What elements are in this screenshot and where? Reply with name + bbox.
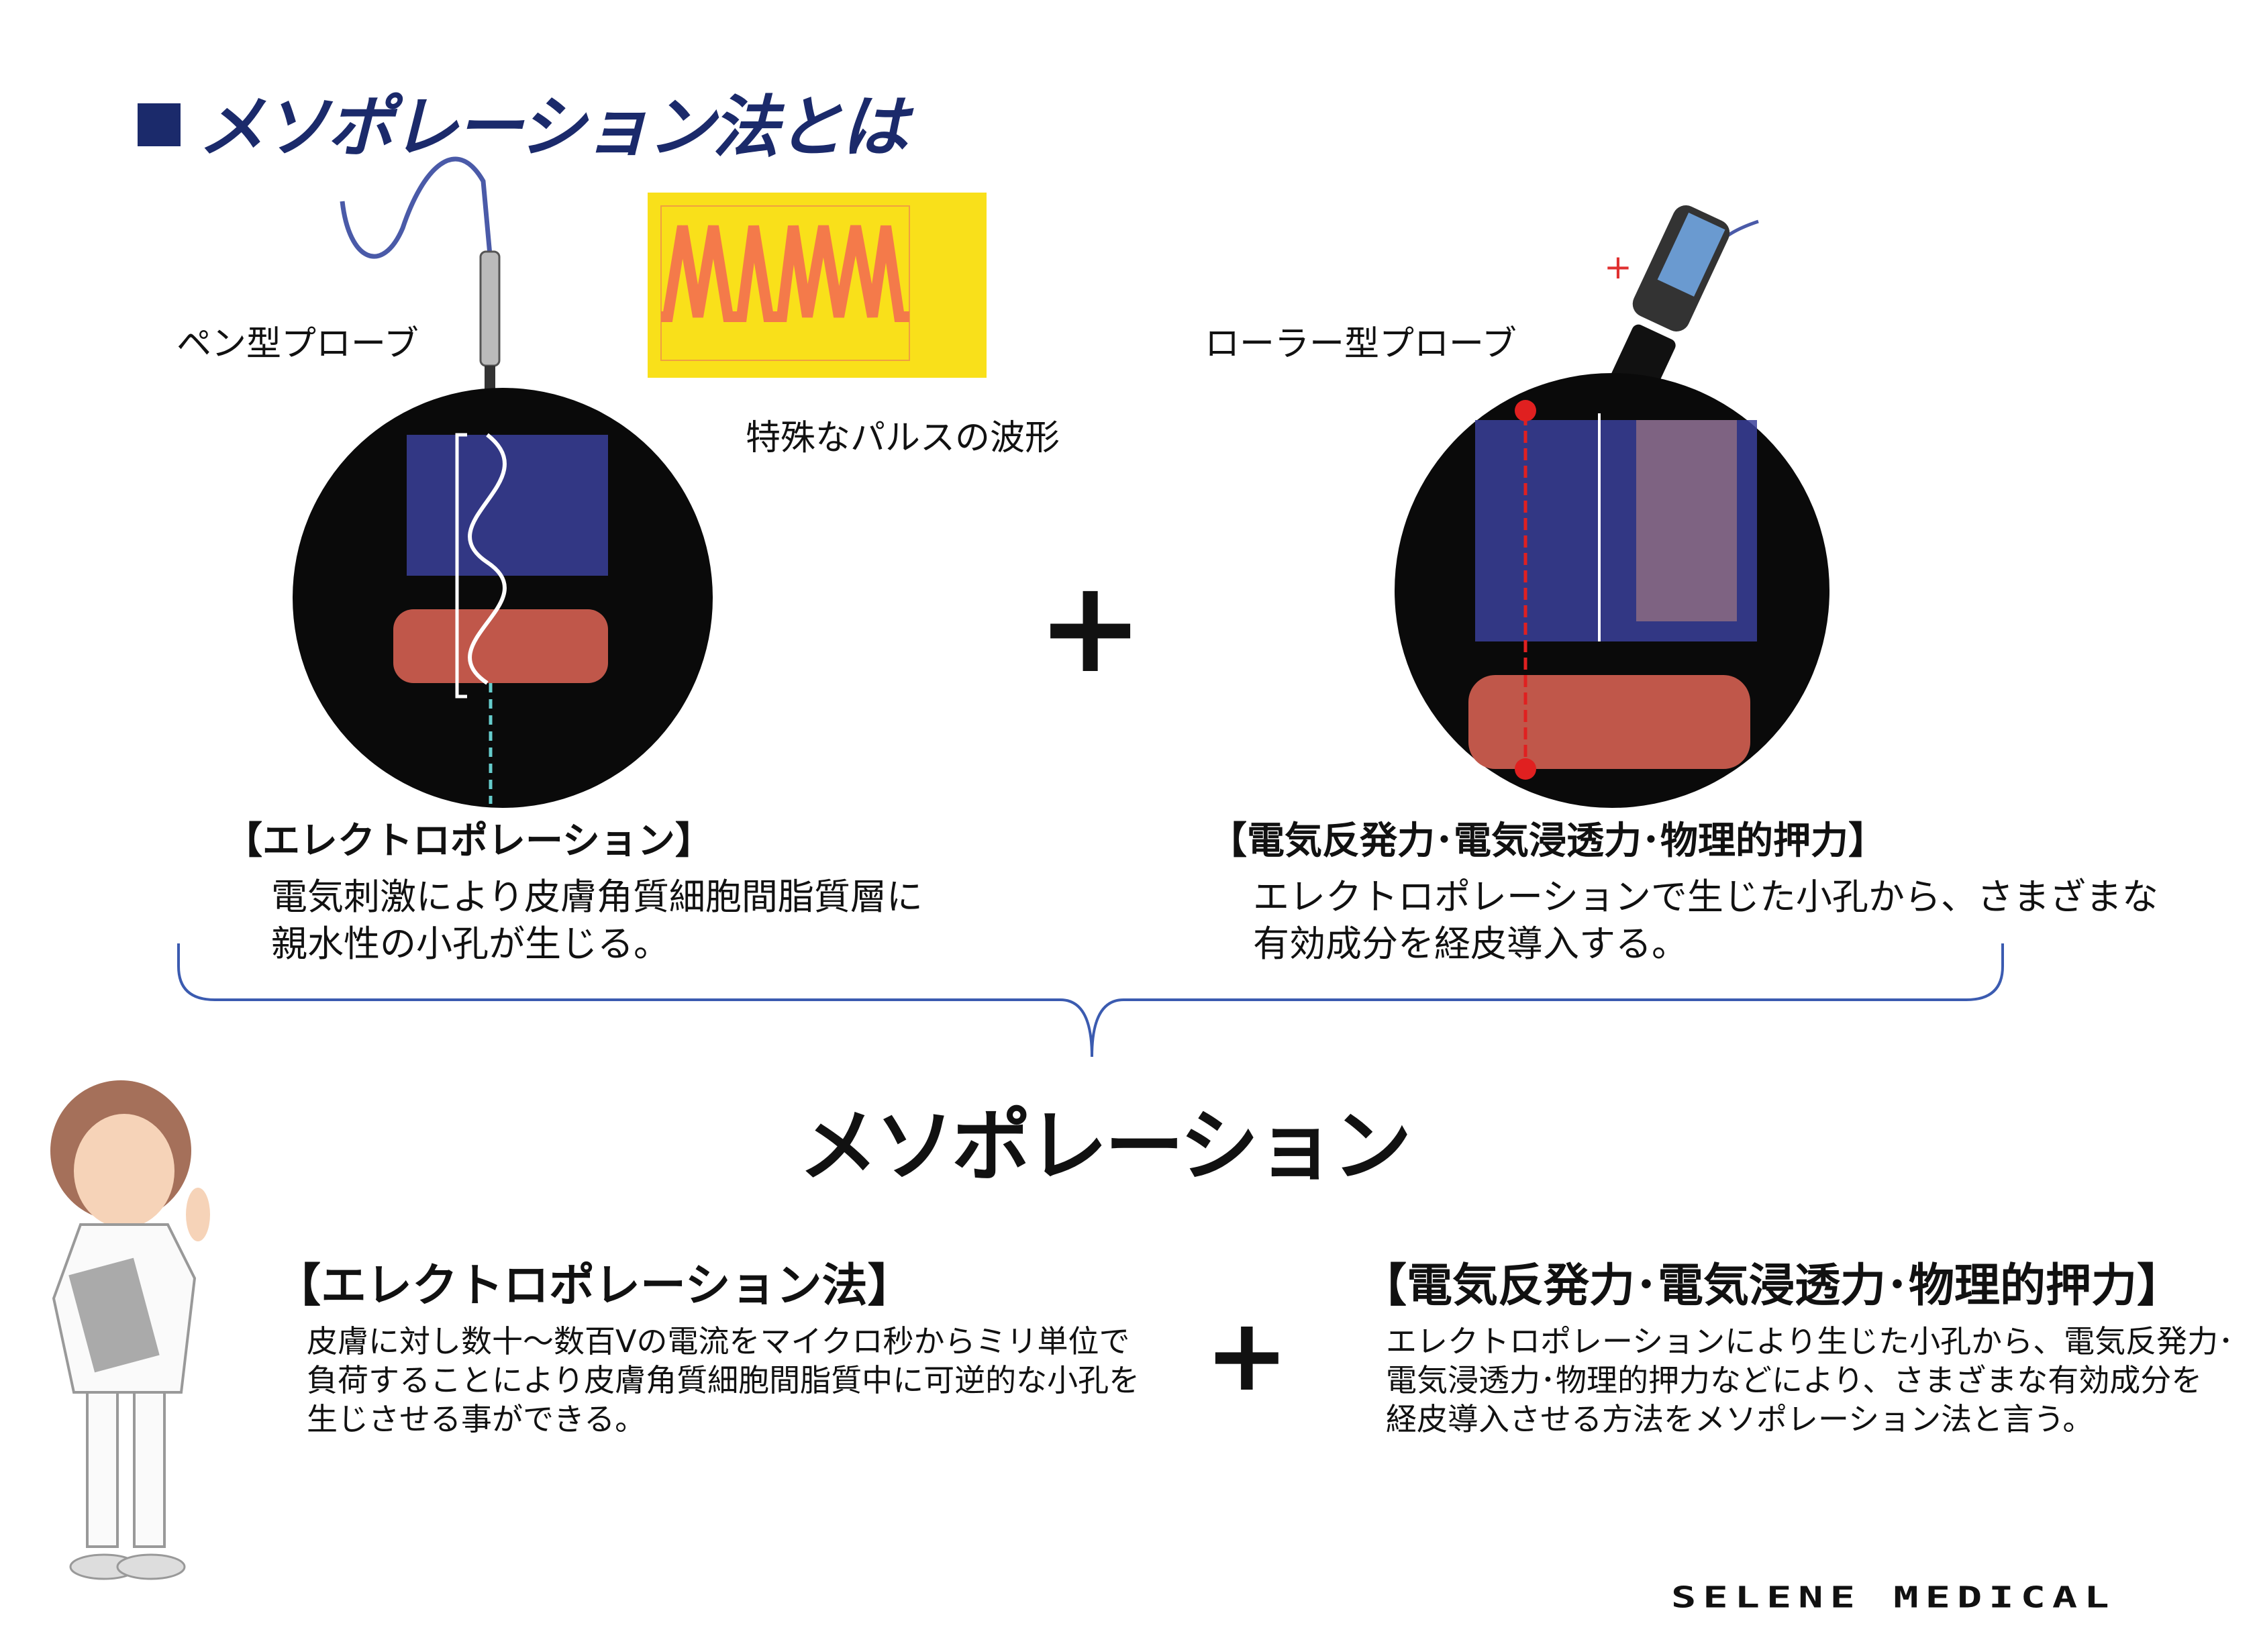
roller-probe-label: ローラー型プローブ <box>1205 324 1517 364</box>
text-line: 経皮導入させる方法をメソポレーション法と言う。 <box>1386 1401 2094 1437</box>
right-description: エレクトロポレーションで生じた小孔から、さまざまな 有効成分を経皮導入する。 <box>1253 874 2158 968</box>
text-line: エレクトロポレーションにより生じた小孔から、電気反発力･ <box>1386 1323 2234 1359</box>
pen-probe-label: ペン型プローブ <box>177 324 419 364</box>
text-line: 有効成分を経皮導入する。 <box>1253 923 1688 965</box>
electroporation-skin-illustration <box>293 388 713 808</box>
left-heading-electroporation: 【エレクトロポレーション】 <box>225 819 713 863</box>
svg-text:+: + <box>1604 248 1632 287</box>
text-line: 生じさせる事ができる。 <box>307 1401 646 1437</box>
forces-heading: 【電気反発力･電気浸透力･物理的押力】 <box>1361 1259 2183 1312</box>
pen-probe-image <box>340 156 501 399</box>
right-heading-forces: 【電気反発力･電気浸透力･物理的押力】 <box>1209 819 1886 863</box>
square-bullet-icon <box>138 103 181 146</box>
mesoporation-title: メソポレーション <box>799 1100 1412 1192</box>
text-line: 負荷することにより皮膚角質細胞間脂質中に可逆的な小孔を <box>307 1362 1140 1398</box>
left-description: 電気刺激により皮膚角質細胞間脂質層に 親水性の小孔が生じる。 <box>271 874 923 968</box>
forces-description: エレクトロポレーションにより生じた小孔から、電気反発力･ 電気浸透力･物理的押力… <box>1386 1322 2233 1439</box>
nurse-illustration <box>50 1080 210 1580</box>
pulse-waveform-image <box>648 193 987 378</box>
plus-sign-bottom: + <box>1205 1297 1289 1414</box>
selene-medical-logo: SELENE MEDICAL <box>1671 1580 2116 1615</box>
waveform-label: 特殊なパルスの波形 <box>746 418 1060 458</box>
page-title: メソポレーション法とは <box>138 72 908 170</box>
text-line: 電気浸透力･物理的押力などにより、さまざまな有効成分を <box>1386 1362 2203 1398</box>
text-line: 皮膚に対し数十～数百Vの電流をマイクロ秒からミリ単位で <box>307 1323 1130 1359</box>
text-line: 電気刺激により皮膚角質細胞間脂質層に <box>271 876 923 918</box>
text-line: 親水性の小孔が生じる。 <box>271 923 670 965</box>
electro-repulsion-skin-illustration <box>1395 373 1829 808</box>
electroporation-method-heading: 【エレクトロポレーション法】 <box>275 1259 913 1312</box>
page-title-text: メソポレーション法とは <box>198 88 908 166</box>
plus-sign-top: + <box>1037 553 1144 701</box>
electroporation-method-description: 皮膚に対し数十～数百Vの電流をマイクロ秒からミリ単位で 負荷することにより皮膚角… <box>307 1322 1140 1439</box>
curly-brace-divider <box>177 943 2004 1057</box>
text-line: エレクトロポレーションで生じた小孔から、さまざまな <box>1253 876 2158 918</box>
